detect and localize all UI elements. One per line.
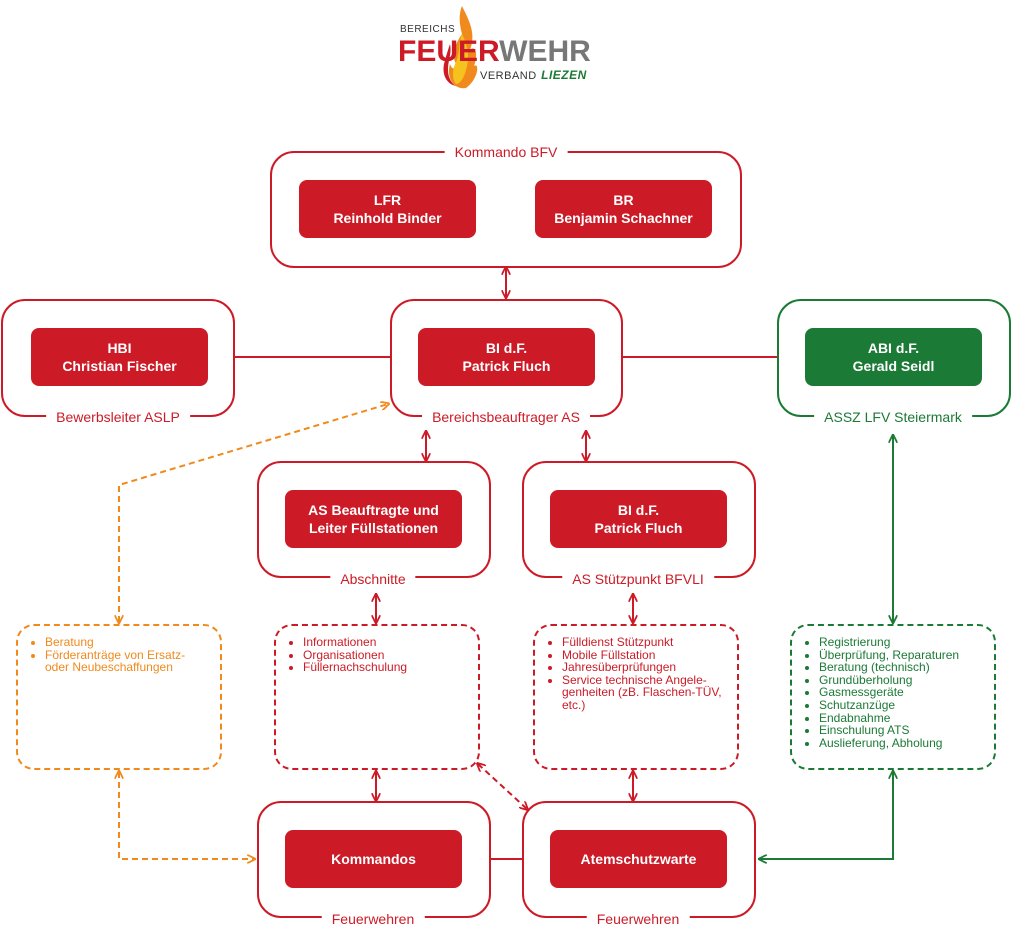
list-item-abschnitte: Informationen [303, 636, 468, 649]
box-bereich-rank: BI d.F. [485, 340, 528, 356]
list-item-abschnitte: Füllernachschulung [303, 661, 468, 674]
list-orange: BeratungFörderanträge von Ersatz- oder N… [16, 624, 222, 770]
arrow-dashed-abschnittelist-atemschutz [478, 764, 527, 809]
box-abschnitte-line1: AS Beauftragte und [308, 502, 439, 518]
list-stuetzpunkt-items: Fülldienst StützpunktMobile FüllstationJ… [549, 636, 727, 712]
box-kommando-right-name: Benjamin Schachner [554, 210, 693, 226]
box-kommandos-label: Kommandos [331, 851, 416, 867]
logo-verband: VERBAND [480, 70, 537, 82]
logo-word-feuer: FEUER [398, 35, 500, 68]
list-item-orange: Förderanträge von Ersatz- oder Neubescha… [45, 648, 210, 674]
box-stuetzpunkt-name: Patrick Fluch [594, 520, 683, 536]
box-kommandos: Kommandos [285, 830, 462, 888]
list-assz-items: RegistrierungÜberprüfung, ReparaturenBer… [806, 636, 984, 749]
group-abschnitte-caption: Abschnitte [330, 570, 416, 588]
box-bewerb-rank: HBI [107, 340, 132, 356]
box-stuetzpunkt-rank: BI d.F. [617, 502, 660, 518]
box-assz-name: Gerald Seidl [852, 358, 935, 374]
box-bereich-name: Patrick Fluch [462, 358, 551, 374]
list-item-assz: Endabnahme [819, 711, 984, 725]
logo-line-verband: VERBAND LIEZEN [480, 66, 587, 84]
list-item-assz: Einschulung ATS [819, 724, 984, 737]
list-item-assz: Schutzanzüge [819, 699, 984, 712]
list-item-stuetzpunkt: Mobile Füllstation [562, 648, 727, 662]
box-bereich: BI d.F. Patrick Fluch [418, 328, 595, 386]
list-abschnitte: InformationenOrganisationenFüllernachsch… [274, 624, 480, 770]
group-kommandos-caption: Feuerwehren [321, 910, 425, 928]
group-bewerb-caption: Bewerbsleiter ASLP [46, 408, 190, 426]
box-atemschutz-label: Atemschutzwarte [580, 851, 697, 867]
list-assz: RegistrierungÜberprüfung, ReparaturenBer… [790, 624, 996, 770]
box-kommando-left-rank: LFR [373, 192, 402, 208]
list-item-assz: Gasmessgeräte [819, 686, 984, 699]
group-assz-caption: ASSZ LFV Steiermark [814, 408, 972, 426]
list-item-assz: Auslieferung, Abholung [819, 737, 984, 750]
box-bewerb-name: Christian Fischer [62, 358, 177, 374]
box-kommando-left: LFR Reinhold Binder [299, 180, 476, 238]
logo: BEREICHS FEUERWEHR VERBAND LIEZEN [396, 4, 632, 90]
arrow-orange-list-kommandos [119, 772, 254, 859]
list-stuetzpunkt: Fülldienst StützpunktMobile FüllstationJ… [533, 624, 739, 770]
list-item-assz: Überprüfung, Reparaturen [819, 648, 984, 662]
logo-word-wehr: WEHR [499, 35, 591, 68]
box-stuetzpunkt: BI d.F. Patrick Fluch [550, 490, 727, 548]
list-item-stuetzpunkt: Service technische Angele-genheiten (zB.… [562, 674, 727, 712]
box-kommando-right: BR Benjamin Schachner [535, 180, 712, 238]
list-item-abschnitte: Organisationen [303, 648, 468, 662]
box-bewerb: HBI Christian Fischer [31, 328, 208, 386]
group-kommando-caption: Kommando BFV [444, 143, 568, 161]
list-orange-items: BeratungFörderanträge von Ersatz- oder N… [32, 636, 210, 674]
list-item-stuetzpunkt: Fülldienst Stützpunkt [562, 636, 727, 649]
arrow-asszlist-atemschutz [760, 772, 893, 859]
list-item-stuetzpunkt: Jahresüberprüfungen [562, 661, 727, 674]
logo-liezen: LIEZEN [541, 68, 587, 82]
list-item-assz: Beratung (technisch) [819, 661, 984, 674]
list-item-assz: Grundüberholung [819, 674, 984, 687]
list-item-assz: Registrierung [819, 636, 984, 649]
box-kommando-right-rank: BR [613, 192, 634, 208]
list-abschnitte-items: InformationenOrganisationenFüllernachsch… [290, 636, 468, 674]
box-kommando-left-name: Reinhold Binder [333, 210, 442, 226]
box-atemschutz: Atemschutzwarte [550, 830, 727, 888]
logo-line-bereichs: BEREICHS [400, 24, 456, 35]
arrow-orange-list-bereich [119, 404, 388, 622]
box-assz: ABI d.F. Gerald Seidl [805, 328, 982, 386]
logo-wordmark: FEUERWEHR [398, 36, 591, 68]
group-atemschutz-caption: Feuerwehren [586, 910, 690, 928]
group-stuetzpunkt-caption: AS Stützpunkt BFVLI [562, 570, 714, 588]
flame-icon [443, 6, 478, 89]
box-abschnitte: AS Beauftragte und Leiter Füllstationen [285, 490, 462, 548]
box-assz-rank: ABI d.F. [867, 340, 920, 356]
box-abschnitte-line2: Leiter Füllstationen [308, 520, 439, 536]
group-bereich-caption: Bereichsbeauftrager AS [422, 408, 590, 426]
list-item-orange: Beratung [45, 636, 210, 649]
